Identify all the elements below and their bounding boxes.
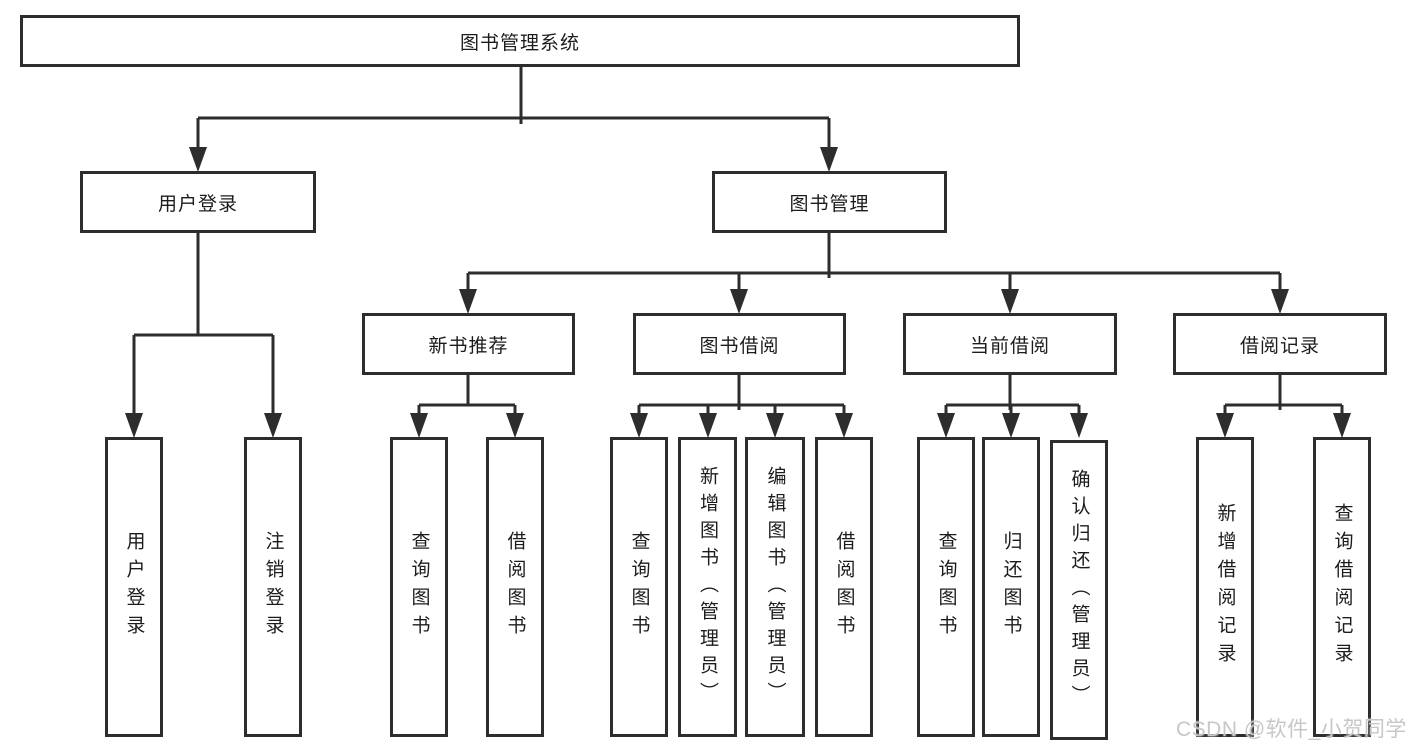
leaf-label: 注销登录 [262, 531, 284, 643]
leaf-label: 新增借阅记录 [1214, 503, 1236, 671]
node-book-management: 图书管理 [712, 171, 947, 233]
node-user-login: 用户登录 [80, 171, 316, 233]
node-library-management-system: 图书管理系统 [20, 15, 1020, 67]
leaf-user-login: 用户登录 [105, 437, 163, 737]
leaf-label: 归还图书 [1000, 531, 1022, 643]
node-new-book-recommend: 新书推荐 [362, 313, 575, 375]
leaf-recommend-query-books: 查询图书 [390, 437, 448, 737]
leaf-borrow-edit-books-admin: 编辑图书（管理员） [745, 437, 805, 737]
leaf-label: 用户登录 [123, 531, 145, 643]
leaf-label: 查询图书 [935, 531, 957, 643]
leaf-current-query-books: 查询图书 [917, 437, 975, 737]
leaf-logout: 注销登录 [244, 437, 302, 737]
leaf-records-add-record: 新增借阅记录 [1196, 437, 1254, 737]
leaf-records-query-record: 查询借阅记录 [1313, 437, 1371, 737]
leaf-label: 借阅图书 [833, 531, 855, 643]
leaf-label: 借阅图书 [504, 531, 526, 643]
leaf-borrow-borrow-books: 借阅图书 [815, 437, 873, 737]
leaf-recommend-borrow-books: 借阅图书 [486, 437, 544, 737]
leaf-borrow-query-books: 查询图书 [610, 437, 668, 737]
leaf-label: 查询图书 [408, 531, 430, 643]
node-current-borrowing: 当前借阅 [903, 313, 1117, 375]
leaf-label: 新增图书（管理员） [697, 465, 718, 709]
leaf-label: 查询图书 [628, 531, 650, 643]
leaf-label: 查询借阅记录 [1331, 503, 1353, 671]
leaf-current-confirm-return-admin: 确认归还（管理员） [1050, 440, 1108, 740]
leaf-borrow-add-books-admin: 新增图书（管理员） [678, 437, 737, 737]
leaf-current-return-books: 归还图书 [982, 437, 1040, 737]
node-book-borrowing: 图书借阅 [633, 313, 846, 375]
node-borrowing-records: 借阅记录 [1173, 313, 1387, 375]
leaf-label: 编辑图书（管理员） [764, 465, 786, 709]
leaf-label: 确认归还（管理员） [1068, 468, 1090, 712]
watermark: CSDN @软件_小贺同学 [1176, 718, 1405, 741]
